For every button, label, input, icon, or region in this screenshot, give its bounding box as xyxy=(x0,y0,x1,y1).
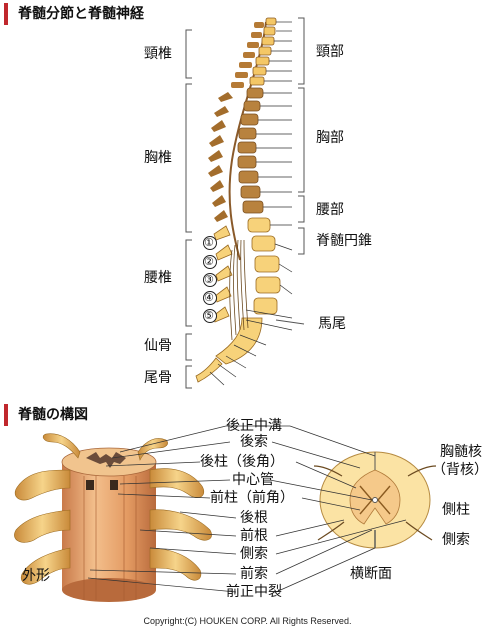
bracket-lines xyxy=(185,17,305,389)
label-conus: 脊髄円錐 xyxy=(316,233,372,249)
label-lumbar-vertebrae: 腰椎 xyxy=(144,270,172,286)
spinal-cord-3d xyxy=(14,433,212,602)
lumbar-number-2: ② xyxy=(204,255,214,268)
lumbar-number-1: ① xyxy=(204,236,214,249)
lumbar-number-5: ⑤ xyxy=(204,309,214,322)
label-dorsal-nucleus: （背核） xyxy=(432,462,488,478)
spine-illustration xyxy=(195,17,293,386)
lumbar-number-4: ④ xyxy=(204,291,214,304)
lumbar-number-markers xyxy=(203,236,217,323)
label-external-form: 外形 xyxy=(22,568,50,584)
label-cervical-vertebrae: 頸椎 xyxy=(144,46,172,62)
leader-lines xyxy=(87,425,407,593)
section2-title: 脊髄の構図 xyxy=(4,404,88,426)
copyright-text: Copyright:(C) HOUKEN CORP. All Rights Re… xyxy=(143,616,352,626)
label-posterior-horn: 後柱（後角） xyxy=(200,454,284,470)
label-posterior-median-sulcus: 後正中溝 xyxy=(226,418,282,434)
label-cross-section: 横断面 xyxy=(350,566,392,582)
label-lateral-column: 側柱 xyxy=(442,502,470,518)
label-lumbar-segment: 腰部 xyxy=(316,202,344,218)
label-anterior-funiculus: 前索 xyxy=(240,566,268,582)
section1-title: 脊髄分節と脊髄神経 xyxy=(4,3,144,25)
label-central-canal: 中心管 xyxy=(232,472,274,488)
label-lateral-funiculus: 側索 xyxy=(240,546,268,562)
label-anterior-root: 前根 xyxy=(240,528,268,544)
label-anterior-horn: 前柱（前角） xyxy=(210,490,294,506)
label-lateral-funiculus-right: 側索 xyxy=(442,532,470,548)
label-cervical-segment: 頸部 xyxy=(316,44,344,60)
label-coccyx: 尾骨 xyxy=(144,370,172,386)
label-posterior-funiculus: 後索 xyxy=(240,434,268,450)
label-posterior-root: 後根 xyxy=(240,510,268,526)
label-thoracic-vertebrae: 胸椎 xyxy=(144,150,172,166)
label-thoracic-nucleus: 胸髄核 xyxy=(440,444,482,460)
label-thoracic-segment: 胸部 xyxy=(316,130,344,146)
lumbar-number-3: ③ xyxy=(204,273,214,286)
label-cauda-equina: 馬尾 xyxy=(318,316,346,332)
label-anterior-median-fissure: 前正中裂 xyxy=(226,584,282,600)
label-sacrum: 仙骨 xyxy=(144,338,172,354)
cross-section xyxy=(313,451,437,549)
